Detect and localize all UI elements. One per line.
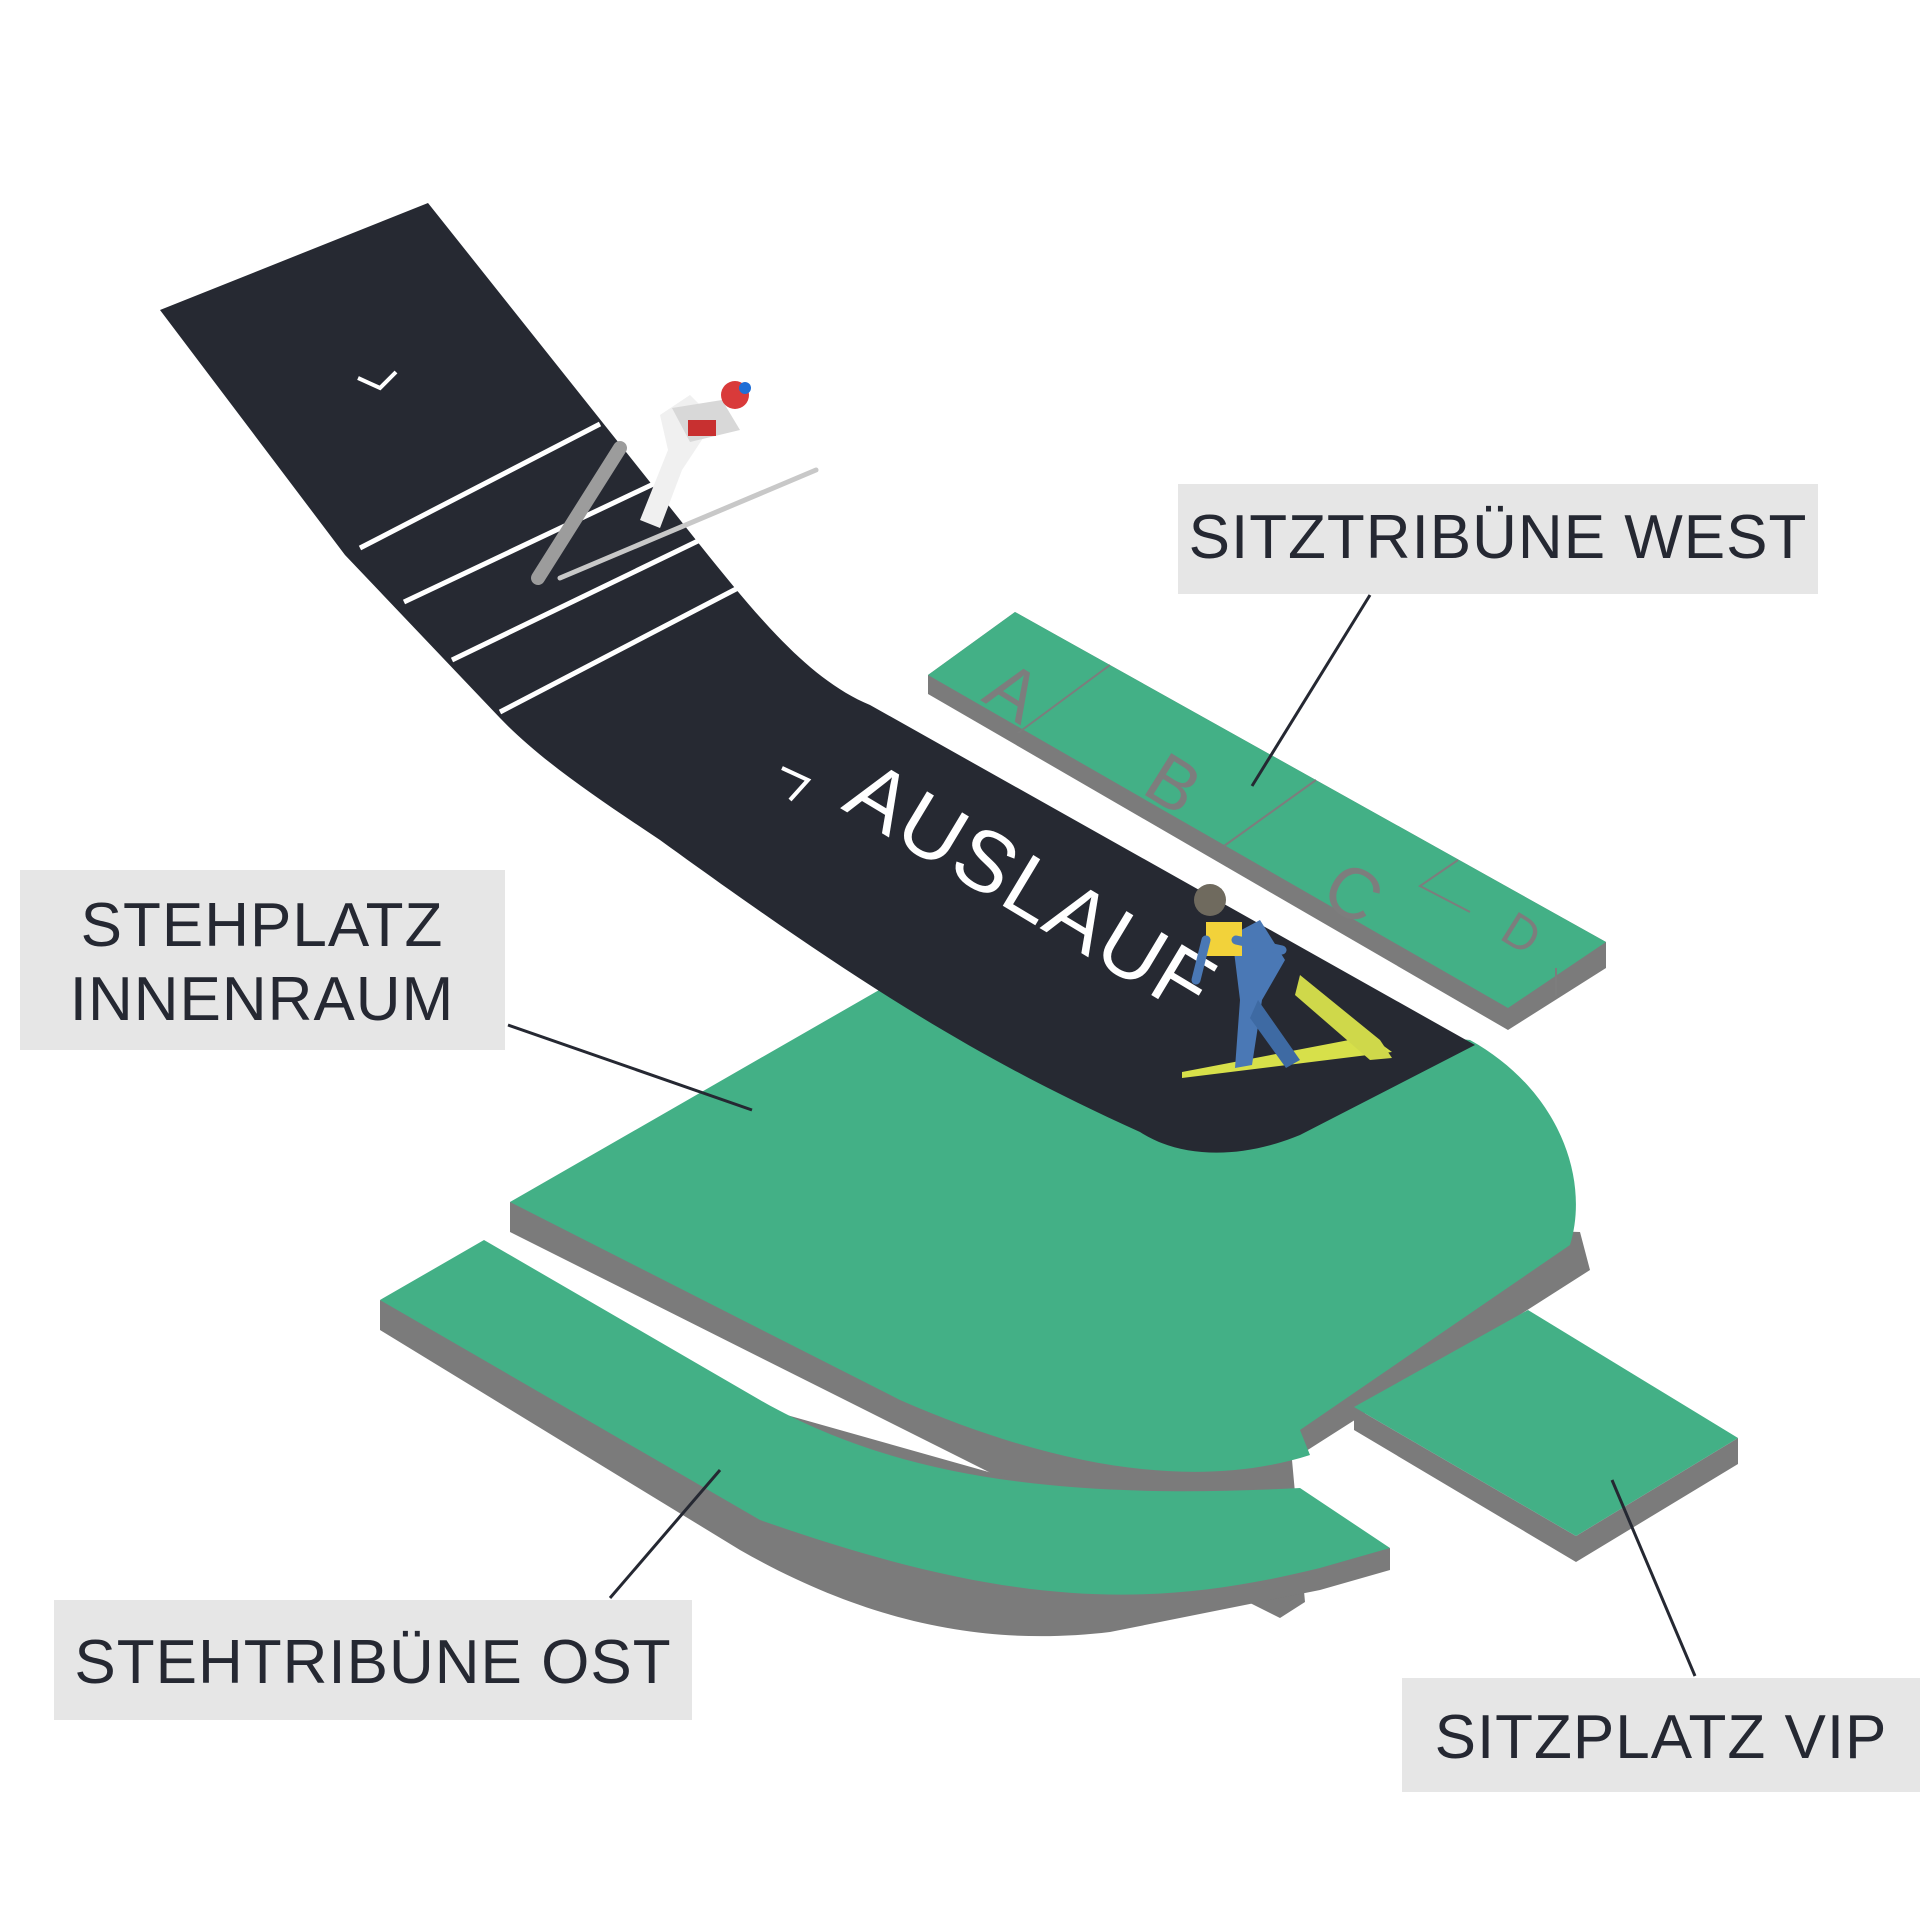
label-sitztribuene-west: SITZTRIBÜNE WEST <box>1178 484 1818 594</box>
label-stehtribuene-ost: STEHTRIBÜNE OST <box>54 1600 692 1720</box>
svg-text:STEHPLATZ: STEHPLATZ <box>81 891 444 960</box>
ski-jumper-landing-icon <box>1182 884 1392 1078</box>
direction-chevron-icon <box>781 766 812 802</box>
svg-text:SITZTRIBÜNE WEST: SITZTRIBÜNE WEST <box>1189 503 1808 572</box>
callout-line-stehtribuene-ost <box>608 1469 722 1599</box>
callout-line-stehplatz-innenraum <box>507 1023 753 1112</box>
callout-line-sitztribuene-west <box>1250 594 1372 787</box>
sitztribuene-west-section[interactable]: A B C D <box>928 612 1606 1030</box>
svg-text:SITZPLATZ VIP: SITZPLATZ VIP <box>1435 1703 1888 1772</box>
svg-text:INNENRAUM: INNENRAUM <box>70 965 454 1034</box>
stehtribuene-ost-section[interactable] <box>380 1240 1390 1637</box>
label-stehplatz-innenraum: STEHPLATZ INNENRAUM <box>20 870 505 1050</box>
ski-jumper-flying-icon <box>531 381 819 585</box>
sitzplatz-vip-section[interactable] <box>1354 1310 1738 1562</box>
callout-line-sitzplatz-vip <box>1610 1479 1697 1677</box>
label-sitzplatz-vip: SITZPLATZ VIP <box>1402 1678 1920 1792</box>
svg-text:STEHTRIBÜNE OST: STEHTRIBÜNE OST <box>74 1628 671 1697</box>
direction-chevron-icon <box>357 370 398 391</box>
